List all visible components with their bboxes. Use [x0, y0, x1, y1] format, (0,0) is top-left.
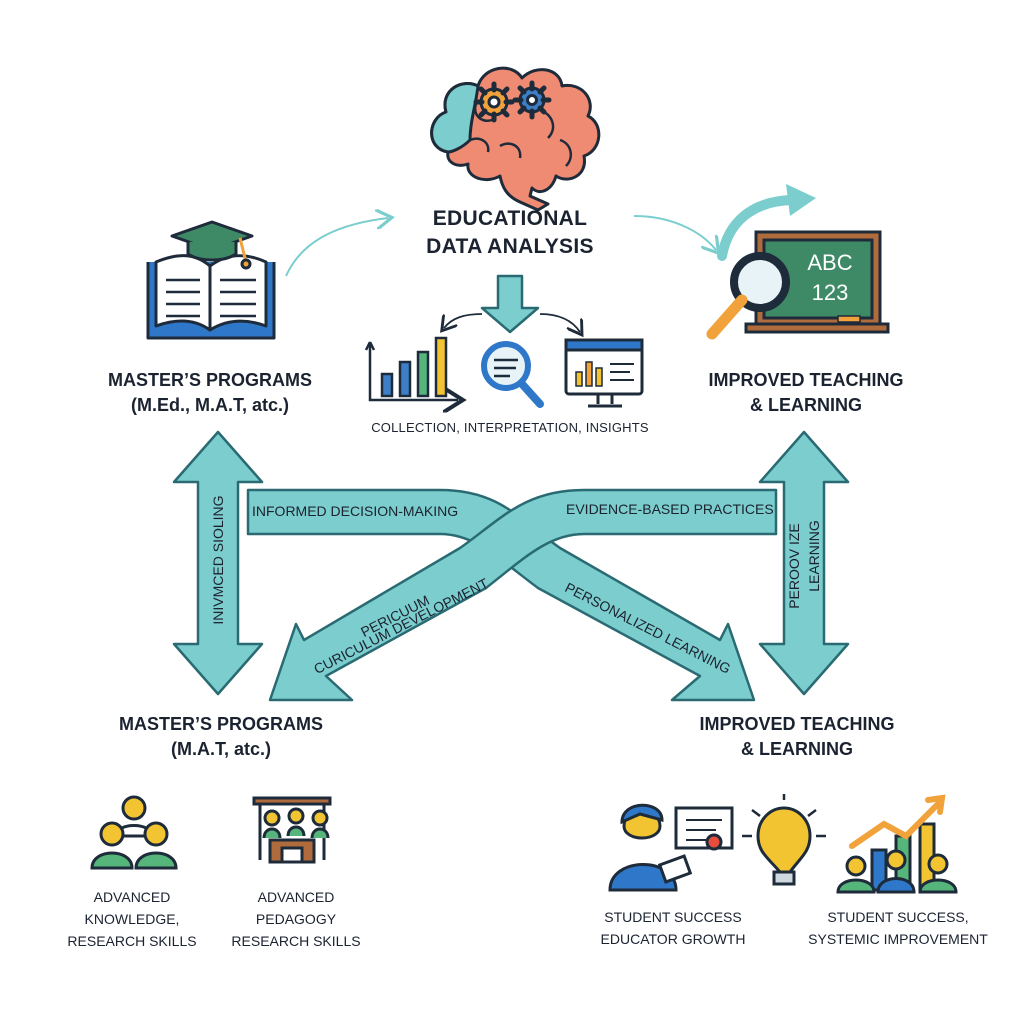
chalkboard-icon	[744, 230, 890, 334]
caption-1-line2: KNOWLEDGE,	[84, 911, 180, 927]
caption-3-line2: EDUCATOR GROWTH	[600, 931, 746, 947]
caption-3-line1: STUDENT SUCCESS	[604, 909, 742, 925]
bottom-right-title-line1: IMPROVED TEACHING	[699, 714, 895, 734]
top-right-title-line1: IMPROVED TEACHING	[708, 370, 904, 390]
graduation-cap-icon	[170, 220, 254, 270]
magnifier-icon	[706, 252, 790, 340]
band-label-left-vertical: INIVMCED SIOLING	[210, 495, 226, 625]
educator-certificate-icon	[608, 803, 734, 892]
caption-4-line2: SYSTEMIC IMPROVEMENT	[808, 931, 988, 947]
connector-arrow	[285, 218, 388, 277]
bottom-right-title-line2: & LEARNING	[741, 739, 853, 759]
researchers-group-icon	[90, 795, 178, 870]
chalkboard-line1: ABC	[807, 250, 853, 275]
left-vertical-arrow	[172, 430, 264, 696]
center-subtitle: COLLECTION, INTERPRETATION, INSIGHTS	[371, 420, 649, 435]
band-label-right-vertical-1: PEROOV IZE	[786, 523, 802, 609]
book-icon	[146, 254, 276, 340]
caption-4-line1: STUDENT SUCCESS,	[827, 909, 969, 925]
growth-chart-icon	[836, 794, 958, 894]
chalkboard-line2: 123	[811, 280, 849, 305]
caption-2-line3: RESEARCH SKILLS	[231, 933, 361, 949]
down-arrow-icon	[480, 274, 540, 334]
top-left-title-line1: MASTER’S PROGRAMS	[107, 370, 312, 390]
connector-arrow	[444, 313, 483, 328]
brain-icon	[430, 66, 601, 212]
connector-arrow	[539, 313, 580, 332]
caption-1-line1: ADVANCED	[93, 889, 171, 905]
bottom-left-title-line1: MASTER’S PROGRAMS	[118, 714, 323, 734]
bottom-left-title-line2: (M.A.T, atc.)	[170, 739, 271, 759]
lightbulb-icon	[742, 794, 826, 886]
top-left-title-line2: (M.Ed., M.A.T, atc.)	[130, 395, 289, 415]
center-title-line1: EDUCATIONAL	[432, 207, 588, 230]
monitor-icon	[564, 338, 644, 408]
right-vertical-arrow	[758, 430, 850, 696]
band-label-evidence: EVIDENCE-BASED PRACTICES	[566, 501, 774, 517]
curriculum-development-band	[268, 488, 778, 702]
caption-1-line3: RESEARCH SKILLS	[67, 933, 197, 949]
gear-icon	[512, 80, 552, 120]
connector-arrow	[633, 215, 716, 250]
band-label-informed: INFORMED DECISION-MAKING	[252, 503, 459, 519]
classroom-icon	[252, 796, 332, 864]
center-title-line2: DATA ANALYSIS	[426, 235, 594, 258]
curved-arrow-icon	[717, 184, 816, 261]
caption-2-line1: ADVANCED	[257, 889, 335, 905]
magnifier-icon	[481, 341, 544, 408]
bar-chart-icon	[364, 336, 458, 400]
caption-2-line2: PEDAGOGY	[255, 911, 337, 927]
band-label-right-vertical-2: LEARNING	[806, 520, 822, 592]
gear-icon	[473, 81, 515, 123]
top-right-title-line2: & LEARNING	[750, 395, 862, 415]
